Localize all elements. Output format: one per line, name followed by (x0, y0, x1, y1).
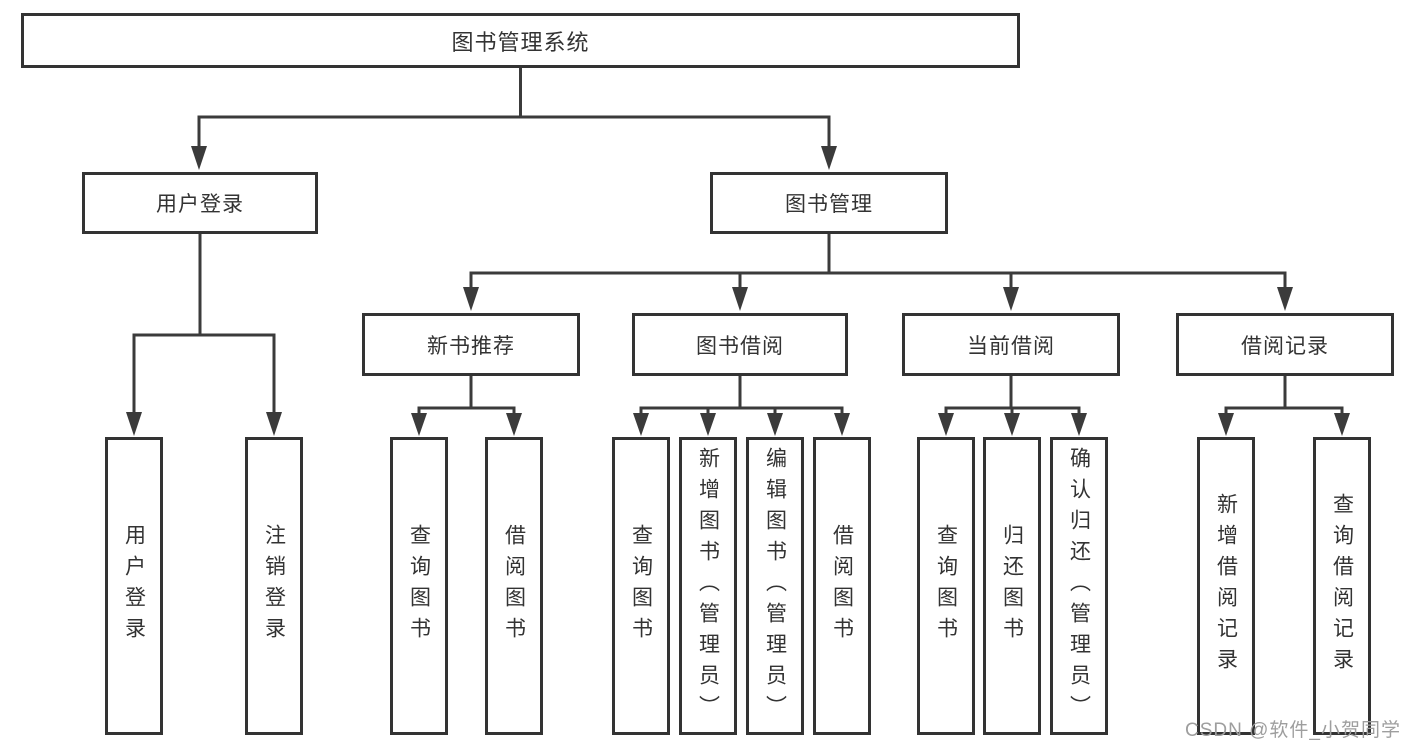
leaf-borrow-books-recommend: 借阅图书 (485, 437, 543, 735)
arrowheads-level3 (463, 287, 1293, 311)
leaf-query-books-recommend: 查询图书 (390, 437, 448, 735)
node-current-borrowing: 当前借阅 (902, 313, 1120, 376)
node-book-borrowing: 图书借阅 (632, 313, 848, 376)
connector-root-to-level2 (197, 68, 831, 148)
arrowheads-new-book-leaves (411, 413, 522, 436)
leaf-label: 用户登录 (122, 524, 146, 648)
arrowheads-user-login-leaves (126, 412, 282, 436)
leaf-label: 新增图书（管理员） (696, 446, 720, 726)
leaf-edit-book-admin: 编辑图书（管理员） (746, 437, 804, 735)
leaf-label: 借阅图书 (830, 524, 854, 648)
arrowheads-book-borrow-leaves (633, 413, 850, 436)
leaf-query-books-borrowing: 查询图书 (612, 437, 670, 735)
arrowheads-current-borrow-leaves (938, 413, 1087, 436)
leaf-label: 查询图书 (629, 524, 653, 648)
leaf-add-borrow-record: 新增借阅记录 (1197, 437, 1255, 735)
leaf-user-login: 用户登录 (105, 437, 163, 735)
arrowheads-records-leaves (1218, 413, 1350, 436)
leaf-label: 归还图书 (1000, 524, 1024, 648)
csdn-watermark: CSDN @软件_小贺同学 (1185, 720, 1401, 741)
node-user-login: 用户登录 (82, 172, 318, 234)
connector-book-borrow-to-leaves (639, 376, 844, 416)
leaf-label: 查询图书 (407, 524, 431, 648)
leaf-label: 借阅图书 (502, 524, 526, 648)
connector-records-to-leaves (1224, 376, 1344, 416)
connector-user-login-to-leaves (132, 233, 276, 414)
leaf-confirm-return-admin: 确认归还（管理员） (1050, 437, 1108, 735)
node-new-book-recommendation: 新书推荐 (362, 313, 580, 376)
leaf-label: 注销登录 (262, 524, 286, 648)
leaf-logout: 注销登录 (245, 437, 303, 735)
leaf-label: 查询图书 (934, 524, 958, 648)
connector-current-borrow-to-leaves (944, 376, 1081, 416)
leaf-label: 查询借阅记录 (1330, 493, 1354, 679)
connector-new-book-to-leaves (417, 376, 516, 416)
leaf-query-borrow-record: 查询借阅记录 (1313, 437, 1371, 735)
leaf-borrow-books: 借阅图书 (813, 437, 871, 735)
node-borrowing-records: 借阅记录 (1176, 313, 1394, 376)
node-book-management: 图书管理 (710, 172, 948, 234)
leaf-label: 确认归还（管理员） (1067, 446, 1091, 726)
leaf-add-book-admin: 新增图书（管理员） (679, 437, 737, 735)
arrowheads-level2 (191, 146, 837, 170)
leaf-label: 编辑图书（管理员） (763, 446, 787, 726)
connector-book-mgmt-to-level3 (469, 233, 1287, 290)
leaf-query-books-current: 查询图书 (917, 437, 975, 735)
leaf-label: 新增借阅记录 (1214, 493, 1238, 679)
leaf-return-book: 归还图书 (983, 437, 1041, 735)
node-root-library-management-system: 图书管理系统 (21, 13, 1020, 68)
